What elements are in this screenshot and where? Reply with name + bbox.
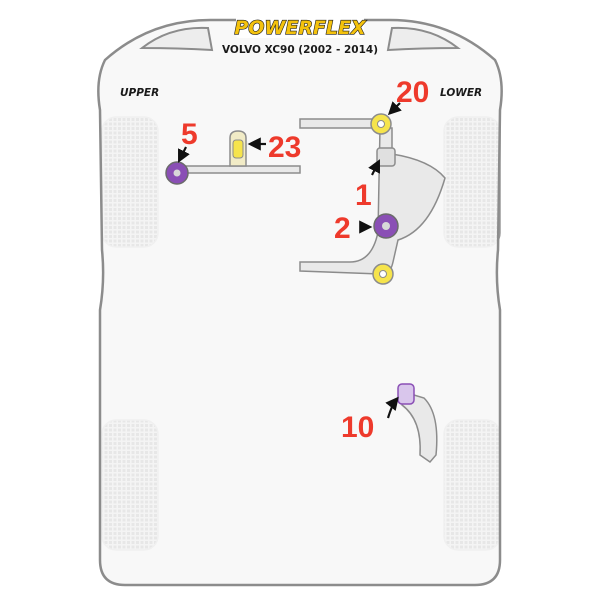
ball-joint — [376, 147, 396, 167]
anti-roll-bar-mount-bush — [232, 139, 244, 159]
front-arms-assembly — [299, 113, 446, 285]
brand-logo-text: POWERFLEX — [234, 17, 367, 39]
callout-arrows — [178, 101, 402, 419]
anti-roll-bar-assembly — [165, 130, 301, 185]
right-headlight — [386, 26, 461, 52]
arrow-5 — [178, 146, 190, 163]
lower-arm-rear-bush-hole — [379, 270, 387, 278]
arrow-20 — [387, 101, 402, 116]
callout-10: 10 — [341, 411, 374, 444]
upper-arm — [299, 118, 381, 129]
left-headlight — [139, 26, 214, 52]
rear-diff-mount-assembly — [397, 383, 438, 464]
arrow-1 — [368, 159, 380, 176]
drop-link-bush-hole — [173, 169, 181, 177]
anti-roll-bar — [173, 165, 301, 174]
car-body-outline — [97, 18, 503, 587]
callout-numbers: 5 23 20 1 2 10 — [181, 76, 429, 444]
lower-arm-front-bush-hole — [382, 222, 390, 230]
rear-diff-mount-bracket — [401, 391, 438, 464]
callout-20: 20 — [396, 76, 429, 109]
arrow-10 — [385, 396, 399, 419]
rear-diff-mount-bush — [397, 383, 415, 405]
callout-23: 23 — [268, 131, 301, 164]
upper-arm-bush-hole — [377, 120, 385, 128]
vehicle-model: VOLVO XC90 (2002 - 2014) — [222, 44, 378, 56]
callout-2: 2 — [334, 212, 351, 245]
callout-1: 1 — [355, 179, 372, 212]
brand-logo: POWERFLEX — [234, 14, 368, 40]
callout-5: 5 — [181, 118, 198, 151]
lower-label: LOWER — [440, 87, 482, 99]
upper-label: UPPER — [120, 87, 159, 99]
